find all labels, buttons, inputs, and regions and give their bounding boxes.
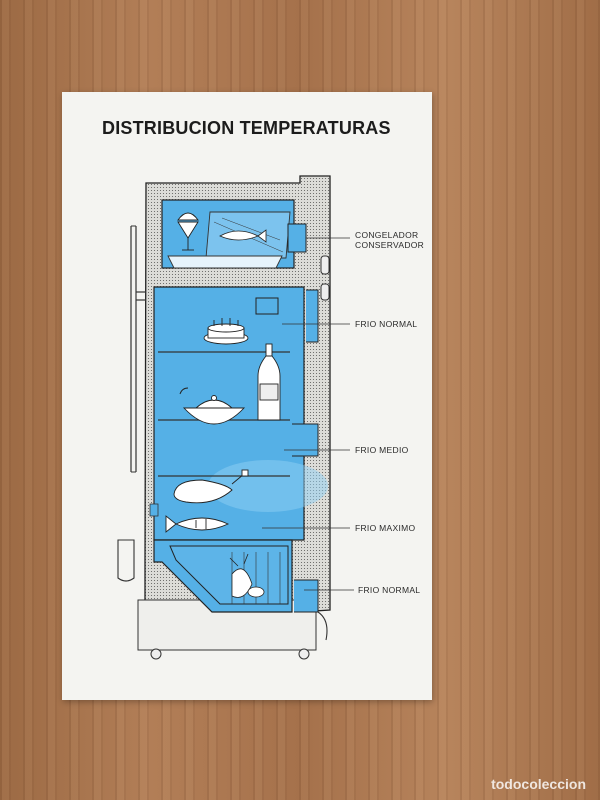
label-line: CONGELADOR <box>355 230 418 240</box>
label-frio-medio: FRIO MEDIO <box>355 445 409 455</box>
label-line: CONSERVADOR <box>355 240 424 250</box>
label-frio-normal-top: FRIO NORMAL <box>355 319 417 329</box>
label-frio-normal-bottom: FRIO NORMAL <box>358 585 420 595</box>
watermark: todocoleccion <box>491 776 586 792</box>
label-frio-maximo: FRIO MAXIMO <box>355 523 415 533</box>
label-congelador: CONGELADOR CONSERVADOR <box>355 230 424 250</box>
